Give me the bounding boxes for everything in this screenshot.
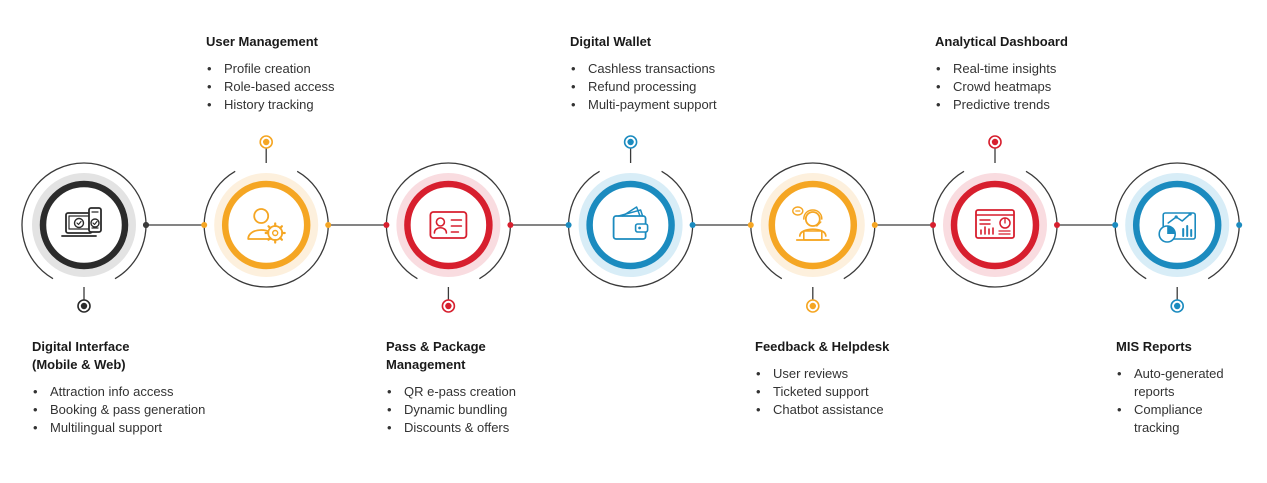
analytics-report-icon — [1158, 212, 1196, 243]
step-item: User reviews — [755, 365, 889, 383]
step-label-digital-interface: Digital Interface(Mobile & Web) Attractio… — [32, 338, 205, 437]
step-item: Cashless transactions — [570, 60, 717, 78]
step-item: Real-time insights — [935, 60, 1068, 78]
ring-circle — [404, 180, 493, 270]
user-gear-icon — [247, 208, 286, 244]
ring-circle — [1132, 180, 1222, 270]
step-item: Multilingual support — [32, 419, 205, 437]
step-item: Booking & pass generation — [32, 401, 205, 419]
wallet-icon — [612, 206, 649, 240]
step-node-analytical-dashboard — [930, 135, 1060, 288]
ring-circle — [768, 180, 858, 270]
step-items: Auto-generatedreportsCompliancetracking — [1116, 365, 1224, 437]
step-item: Multi-payment support — [570, 96, 717, 114]
outer-arc — [21, 162, 147, 280]
step-item: Crowd heatmaps — [935, 78, 1068, 96]
step-title: Feedback & Helpdesk — [755, 339, 890, 354]
step-title: MIS Reports — [1116, 339, 1192, 354]
step-item: QR e-pass creation — [386, 383, 516, 401]
outer-arc — [750, 162, 876, 280]
step-label-user-management: User ManagementProfile creationRole-base… — [206, 33, 335, 114]
step-title: Analytical Dashboard — [935, 34, 1068, 49]
step-node-digital-interface — [21, 162, 149, 313]
step-title: Digital Wallet — [570, 34, 652, 49]
step-label-mis-reports: MIS ReportsAuto-generatedreportsComplian… — [1116, 338, 1224, 437]
outer-arc — [1114, 162, 1240, 280]
step-item: Chatbot assistance — [755, 401, 889, 419]
step-item: Predictive trends — [935, 96, 1068, 114]
ring-circle — [950, 180, 1040, 270]
step-item: History tracking — [206, 96, 335, 114]
step-label-feedback-helpdesk: Feedback & HelpdeskUser reviewsTicketed … — [755, 338, 889, 419]
step-item: Role-based access — [206, 78, 335, 96]
step-item: Dynamic bundling — [386, 401, 516, 419]
step-items: Cashless transactionsRefund processingMu… — [570, 60, 717, 114]
dashboard-icon — [975, 209, 1015, 239]
step-node-feedback-helpdesk — [747, 162, 878, 313]
ring-circle — [221, 180, 311, 270]
step-item: Ticketed support — [755, 383, 889, 401]
step-item: Profile creation — [206, 60, 335, 78]
id-card-icon — [429, 211, 468, 239]
step-node-pass-package — [383, 162, 514, 313]
step-items: Real-time insightsCrowd heatmapsPredicti… — [935, 60, 1068, 114]
step-item: Discounts & offers — [386, 419, 516, 437]
mobile-web-icon — [61, 207, 102, 237]
step-title: User Management — [206, 34, 318, 49]
step-label-analytical-dashboard: Analytical DashboardReal-time insightsCr… — [935, 33, 1068, 114]
ring-circle — [39, 180, 129, 270]
step-node-digital-wallet — [565, 135, 696, 288]
support-agent-icon — [792, 206, 830, 241]
step-items: User reviewsTicketed supportChatbot assi… — [755, 365, 889, 419]
outer-arc — [932, 170, 1058, 288]
step-items: Profile creationRole-based accessHistory… — [206, 60, 335, 114]
outer-arc — [203, 170, 329, 288]
step-item: Attraction info access — [32, 383, 205, 401]
step-label-digital-wallet: Digital WalletCashless transactionsRefun… — [570, 33, 717, 114]
step-items: QR e-pass creationDynamic bundlingDiscou… — [386, 383, 516, 437]
step-items: Attraction info accessBooking & pass gen… — [32, 383, 205, 437]
step-node-mis-reports — [1112, 162, 1243, 313]
outer-arc — [567, 170, 694, 288]
step-title: Digital Interface(Mobile & Web) — [32, 339, 130, 372]
step-node-user-management — [201, 135, 332, 288]
step-item: Refund processing — [570, 78, 717, 96]
ring-circle — [586, 180, 675, 270]
outer-arc — [385, 162, 512, 280]
